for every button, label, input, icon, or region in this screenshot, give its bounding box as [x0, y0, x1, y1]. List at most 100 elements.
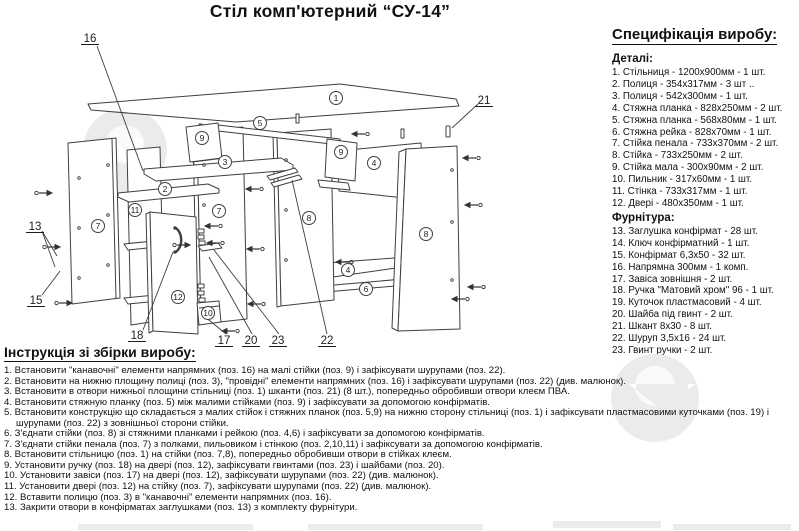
svg-text:4: 4	[346, 265, 351, 275]
instruction-step: 2. Встановити на нижню площину полиці (п…	[4, 375, 627, 387]
spec-detail-item: 6. Стяжна рейка - 828х70мм - 1 шт.	[612, 126, 772, 138]
spec-details-list: 1. Стільниця - 1200х900мм - 1 шт.2. Поли…	[612, 67, 798, 210]
diagram-callout-number: 23	[269, 335, 287, 347]
spec-hardware-item: 22. Шуруп 3,5х16 - 24 шт.	[612, 333, 727, 345]
specification-panel: Специфікація виробу: Деталі: 1. Стільниц…	[612, 26, 798, 357]
instructions-heading: Інструкція зі збірки виробу:	[4, 344, 196, 362]
diagram-part-number-circled: 6	[359, 282, 373, 296]
spec-detail-item: 11. Стінка - 733х317мм - 1 шт.	[612, 186, 748, 198]
spec-hardware-item: 16. Напрямна 300мм - 1 комп.	[612, 261, 749, 273]
assembly-instructions: Інструкція зі збірки виробу: 1. Встанови…	[4, 344, 797, 514]
svg-text:21: 21	[478, 95, 491, 107]
svg-text:15: 15	[30, 295, 43, 307]
instruction-step: 11. Установити двері (поз. 12) на стійку…	[4, 481, 432, 493]
svg-text:9: 9	[200, 133, 205, 143]
svg-text:7: 7	[96, 221, 101, 231]
svg-text:10: 10	[203, 308, 213, 318]
svg-text:22: 22	[321, 335, 334, 347]
svg-text:18: 18	[131, 330, 144, 342]
instruction-step: 9. Установити ручку (поз. 18) на двері (…	[4, 459, 445, 471]
diagram-part-number-circled: 10	[201, 306, 215, 320]
instruction-step: 6. З'єднати стійки (поз. 8) зі стяжними …	[4, 428, 485, 440]
spec-hardware-item: 19. Куточок пластмасовий - 4 шт.	[612, 297, 762, 309]
svg-text:2: 2	[163, 184, 168, 194]
spec-detail-item: 4. Стяжна планка - 828х250мм - 2 шт.	[612, 102, 783, 114]
scan-artifact-bar	[673, 524, 791, 530]
instruction-steps-list: 1. Встановити "канавочні" елементи напря…	[4, 365, 797, 514]
spec-hardware-heading: Фурнітура:	[612, 211, 675, 224]
diagram-callout-number: 17	[215, 335, 233, 347]
svg-text:3: 3	[223, 157, 228, 167]
instruction-step: 3. Встановити в отвори нижньої площини с…	[4, 386, 570, 398]
scan-artifact-bar	[78, 524, 253, 530]
svg-text:16: 16	[84, 33, 97, 45]
svg-text:17: 17	[218, 335, 231, 347]
svg-text:5: 5	[258, 118, 263, 128]
diagram-part-number-circled: 8	[302, 211, 316, 225]
svg-text:8: 8	[307, 213, 312, 223]
svg-text:13: 13	[29, 221, 42, 233]
watermark-logo	[611, 354, 699, 442]
spec-hardware-item: 14. Ключ конфірматний - 1 шт.	[612, 237, 750, 249]
svg-text:8: 8	[424, 229, 429, 239]
svg-text:4: 4	[372, 158, 377, 168]
diagram-part-number-circled: 5	[253, 116, 267, 130]
scan-artifact-bar	[308, 524, 483, 530]
spec-hardware-item: 21. Шкант 8х30 - 8 шт.	[612, 321, 712, 333]
spec-detail-item: 7. Стійка пенала - 733х370мм - 2 шт.	[612, 138, 779, 150]
instruction-step: 13. Закрити отвори в конфірматах заглушк…	[4, 502, 358, 514]
screw-fasteners	[34, 130, 486, 335]
instruction-step: 7. З'єднати стійки пенала (поз. 7) з пол…	[4, 438, 543, 450]
diagram-part-number-circled: 9	[334, 145, 348, 159]
callout-leader-lines	[41, 45, 479, 335]
instruction-step: 8. Встановити стільницю (поз. 1) на стій…	[4, 449, 452, 461]
spec-heading: Специфікація виробу:	[612, 26, 778, 45]
spec-detail-item: 12. Двері - 480х350мм - 1 шт.	[612, 197, 744, 209]
svg-text:20: 20	[245, 335, 258, 347]
diagram-callout-number: 16	[81, 33, 99, 45]
svg-text:12: 12	[173, 292, 183, 302]
diagram-part-number-circled: 12	[171, 290, 185, 304]
instruction-step: 12. Вставити полицю (поз. 3) в "канавочн…	[4, 491, 332, 503]
svg-text:11: 11	[131, 205, 140, 215]
diagram-part-number-circled: 4	[341, 263, 355, 277]
diagram-part-number-circled: 2	[158, 182, 172, 196]
diagram-part-number-circled: 11	[128, 203, 142, 217]
spec-details-heading: Деталі:	[612, 53, 653, 65]
spec-detail-item: 10. Пильник - 317х60мм - 1 шт.	[612, 174, 753, 186]
svg-text:1: 1	[334, 93, 339, 103]
diagram-part-number-circled: 7	[91, 219, 105, 233]
svg-text:7: 7	[217, 206, 222, 216]
diagram-callout-number: 15	[27, 295, 45, 307]
scan-artifact-bar	[553, 521, 661, 528]
spec-hardware-item: 17. Завіса зовнішня - 2 шт.	[612, 273, 733, 285]
spec-detail-item: 9. Стійка мала - 300х90мм - 2 шт.	[612, 162, 764, 174]
spec-hardware-list: 13. Заглушка конфірмат - 28 шт.14. Ключ …	[612, 226, 798, 357]
diagram-part-number-circled: 1	[329, 91, 343, 105]
diagram-part-number-circled: 8	[419, 227, 433, 241]
diagram-part-number-circled: 9	[195, 131, 209, 145]
spec-detail-item: 3. Полиця - 542х300мм - 1 шт.	[612, 90, 748, 102]
page-title: Стіл комп'ютерний “СУ-14”	[209, 1, 451, 21]
diagram-callout-number: 21	[475, 95, 493, 107]
spec-detail-item: 8. Стійка - 733х250мм - 2 шт.	[612, 150, 743, 162]
furniture-lineart	[67, 83, 461, 335]
spec-detail-item: 2. Полиця - 354х317мм - 3 шт ..	[612, 78, 755, 90]
spec-hardware-item: 20. Шайба під гвинт - 2 шт.	[612, 309, 733, 321]
instruction-step: 10. Установити завіси (поз. 17) на двері…	[4, 470, 439, 482]
svg-text:9: 9	[339, 147, 344, 157]
diagram-callout-number: 20	[242, 335, 260, 347]
svg-text:6: 6	[364, 284, 369, 294]
spec-hardware-item: 23. Гвинт ручки - 2 шт.	[612, 344, 713, 356]
diagram-callout-number: 22	[318, 335, 336, 347]
spec-hardware-item: 13. Заглушка конфірмат - 28 шт.	[612, 225, 758, 237]
spec-hardware-item: 15. Конфірмат 6,3х50 - 32 шт.	[612, 249, 746, 261]
svg-text:23: 23	[272, 335, 285, 347]
instruction-step: 5. Встановити конструкцію що складається…	[4, 407, 769, 429]
diagram-part-number-circled: 4	[367, 156, 381, 170]
instruction-step: 4. Встановити стяжную планку (поз. 5) мі…	[4, 396, 490, 408]
spec-hardware-item: 18. Ручка "Матовий хром" 96 - 1 шт.	[612, 285, 774, 297]
